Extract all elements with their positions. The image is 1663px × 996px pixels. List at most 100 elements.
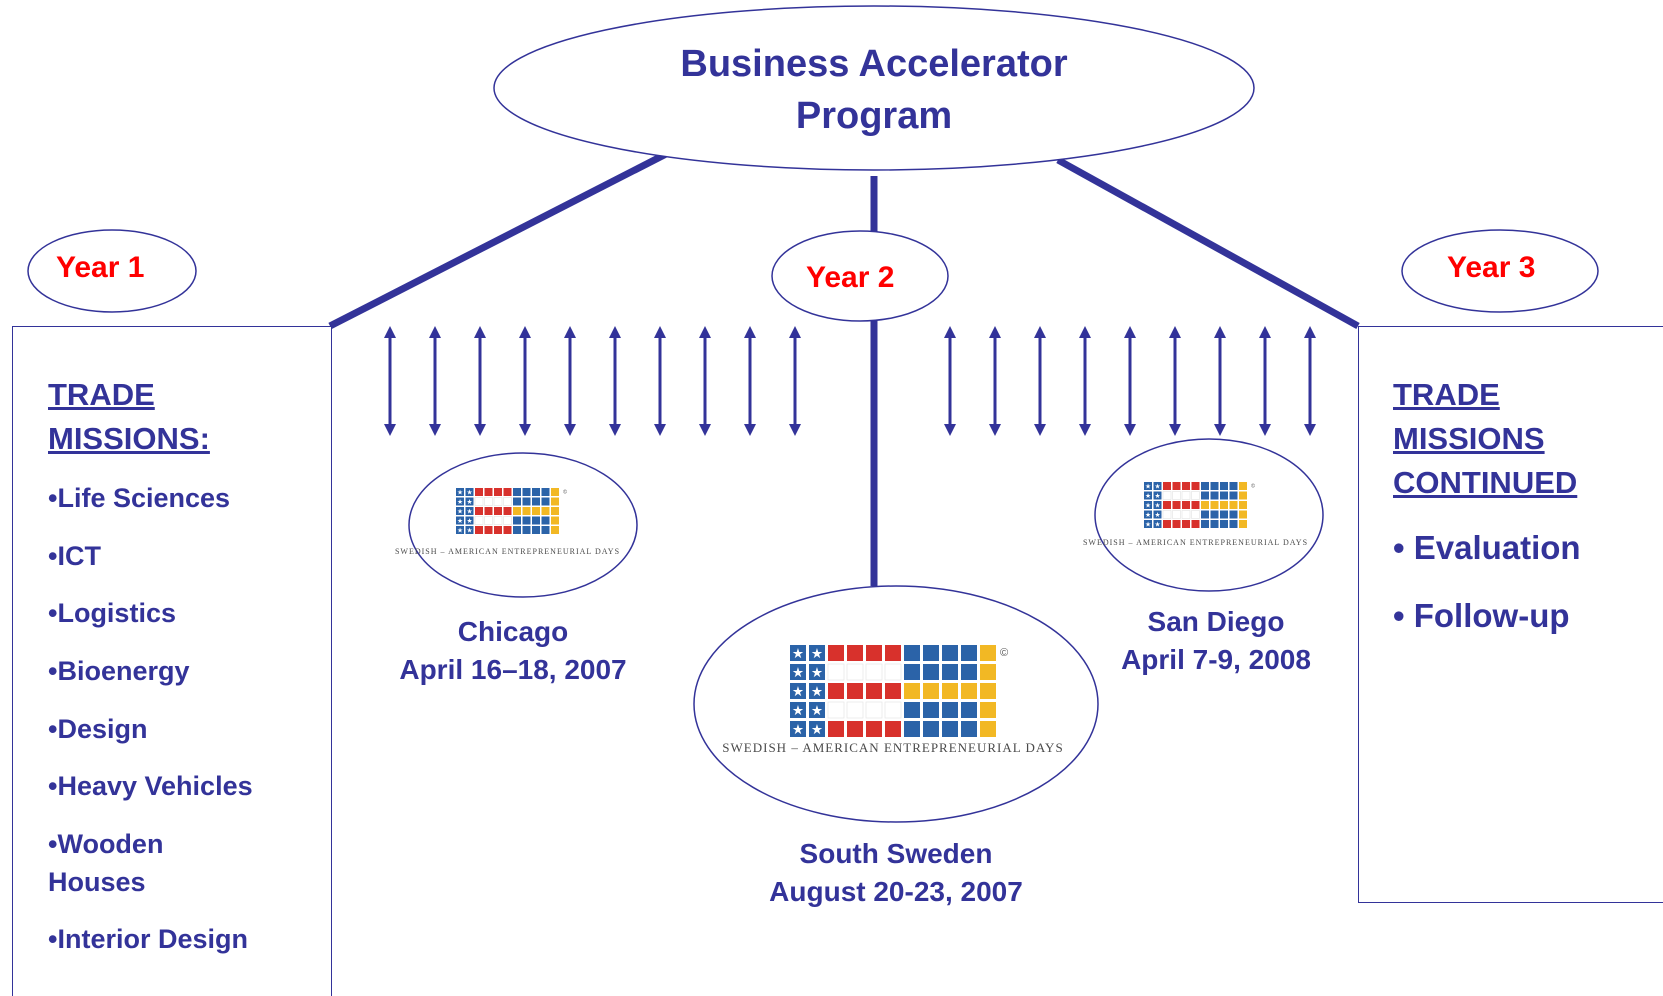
list-item-ict: •ICT: [48, 541, 101, 571]
logo-star-icon: ★: [1145, 511, 1151, 519]
logo-cell: [484, 497, 493, 506]
logo-cell: [551, 526, 559, 534]
logo-cell: [980, 645, 996, 661]
logo-cell: [790, 702, 806, 718]
logo-star-icon: ★: [466, 517, 472, 525]
logo-cell: [1220, 501, 1228, 509]
logo-cell: [904, 645, 920, 661]
logo-cell: [1181, 510, 1191, 519]
logo-cell: [1153, 482, 1162, 490]
right-heading-line3: CONTINUED: [1393, 465, 1578, 500]
sead-logo-south-sweden: ★★★★★★★★★★©SWEDISH – AMERICAN ENTREPRENE…: [722, 645, 1063, 755]
logo-cell: [503, 516, 512, 525]
title-ellipse: [493, 5, 1255, 171]
program-title: Business Accelerator Program: [624, 38, 1124, 142]
logo-registered-mark: ©: [1251, 483, 1256, 490]
logo-cell: [809, 683, 825, 699]
logo-cell: [980, 664, 996, 680]
logo-cell: [942, 702, 958, 718]
logo-cell: [884, 701, 902, 719]
logo-star-icon: ★: [1145, 492, 1151, 500]
logo-cell: [513, 516, 521, 525]
logo-cell: [1162, 510, 1172, 519]
logo-cell: [1144, 510, 1152, 519]
year1-ellipse: [27, 229, 197, 313]
logo-star-icon: ★: [792, 722, 804, 738]
logo-cell: [465, 526, 474, 534]
logo-cell: [541, 526, 550, 534]
logo-cell: [866, 645, 882, 661]
logo-star-icon: ★: [466, 498, 472, 506]
logo-cell: [1210, 510, 1219, 519]
logo-cell: [551, 516, 559, 525]
logo-cell: [541, 488, 550, 496]
logo-cell: [1229, 482, 1238, 490]
year2-ellipse: [771, 230, 949, 322]
logo-cell: [1144, 520, 1152, 528]
logo-cell: [809, 645, 825, 661]
logo-cell: [465, 507, 474, 515]
logo-cell: [1210, 491, 1219, 500]
chicago-ellipse: [408, 452, 638, 598]
logo-cell: [513, 488, 521, 496]
logo-cell: [503, 497, 512, 506]
right-heading-line2: MISSIONS: [1393, 421, 1545, 456]
logo-cell: [465, 488, 474, 496]
logo-cell: [1144, 482, 1152, 490]
arrow-group-left: [384, 326, 801, 436]
list-item-life-sciences: •Life Sciences: [48, 483, 231, 513]
logo-cell: [1191, 501, 1200, 509]
logo-cell: [846, 663, 864, 681]
logo-cell: [456, 507, 464, 515]
logo-cell: [885, 683, 901, 699]
logo-cell: [522, 516, 531, 525]
logo-cell: [1191, 510, 1200, 519]
logo-cell: [522, 488, 531, 496]
chicago-date: April 16–18, 2007: [399, 654, 627, 685]
logo-cell: [494, 507, 502, 515]
logo-cell: [513, 507, 521, 515]
logo-cell: [980, 702, 996, 718]
logo-cell: [790, 683, 806, 699]
list-item-evaluation: • Evaluation: [1393, 529, 1581, 566]
right-box-heading: TRADE MISSIONS CONTINUED: [1393, 373, 1577, 505]
right-heading-line1: TRADE: [1393, 377, 1500, 412]
logo-cell: [847, 683, 863, 699]
logo-star-icon: ★: [466, 526, 472, 534]
logo-cell: [1182, 520, 1190, 528]
logo-star-icon: ★: [792, 684, 804, 700]
logo-cell: [904, 721, 920, 737]
logo-cell: [541, 497, 550, 506]
logo-cell: [885, 645, 901, 661]
san-diego-label: San Diego April 7-9, 2008: [1066, 603, 1366, 679]
logo-cell: [980, 721, 996, 737]
left-heading-line1: TRADE: [48, 377, 155, 412]
logo-cell: [541, 507, 550, 515]
left-heading-line2: MISSIONS:: [48, 421, 210, 456]
logo-cell: [493, 497, 503, 506]
logo-cell: [484, 526, 493, 534]
logo-cell: [484, 488, 493, 496]
logo-star-icon: ★: [1154, 501, 1160, 509]
logo-cell: [513, 526, 521, 534]
logo-star-icon: ★: [1145, 501, 1151, 509]
logo-cell: [827, 663, 845, 681]
logo-cell: [532, 516, 540, 525]
year1-box: [12, 326, 332, 996]
logo-star-icon: ★: [792, 665, 804, 681]
logo-cell: [1220, 491, 1228, 500]
logo-cell: [456, 497, 464, 506]
logo-star-icon: ★: [457, 488, 463, 496]
logo-cell: [1153, 491, 1162, 500]
logo-cell: [1239, 510, 1247, 519]
logo-star-icon: ★: [811, 646, 823, 662]
logo-star-icon: ★: [457, 498, 463, 506]
logo-star-icon: ★: [1154, 511, 1160, 519]
logo-cell: [828, 721, 844, 737]
south-sweden-date: August 20-23, 2007: [769, 876, 1023, 907]
logo-cell: [456, 516, 464, 525]
logo-star-icon: ★: [792, 646, 804, 662]
logo-cell: [1153, 510, 1162, 519]
